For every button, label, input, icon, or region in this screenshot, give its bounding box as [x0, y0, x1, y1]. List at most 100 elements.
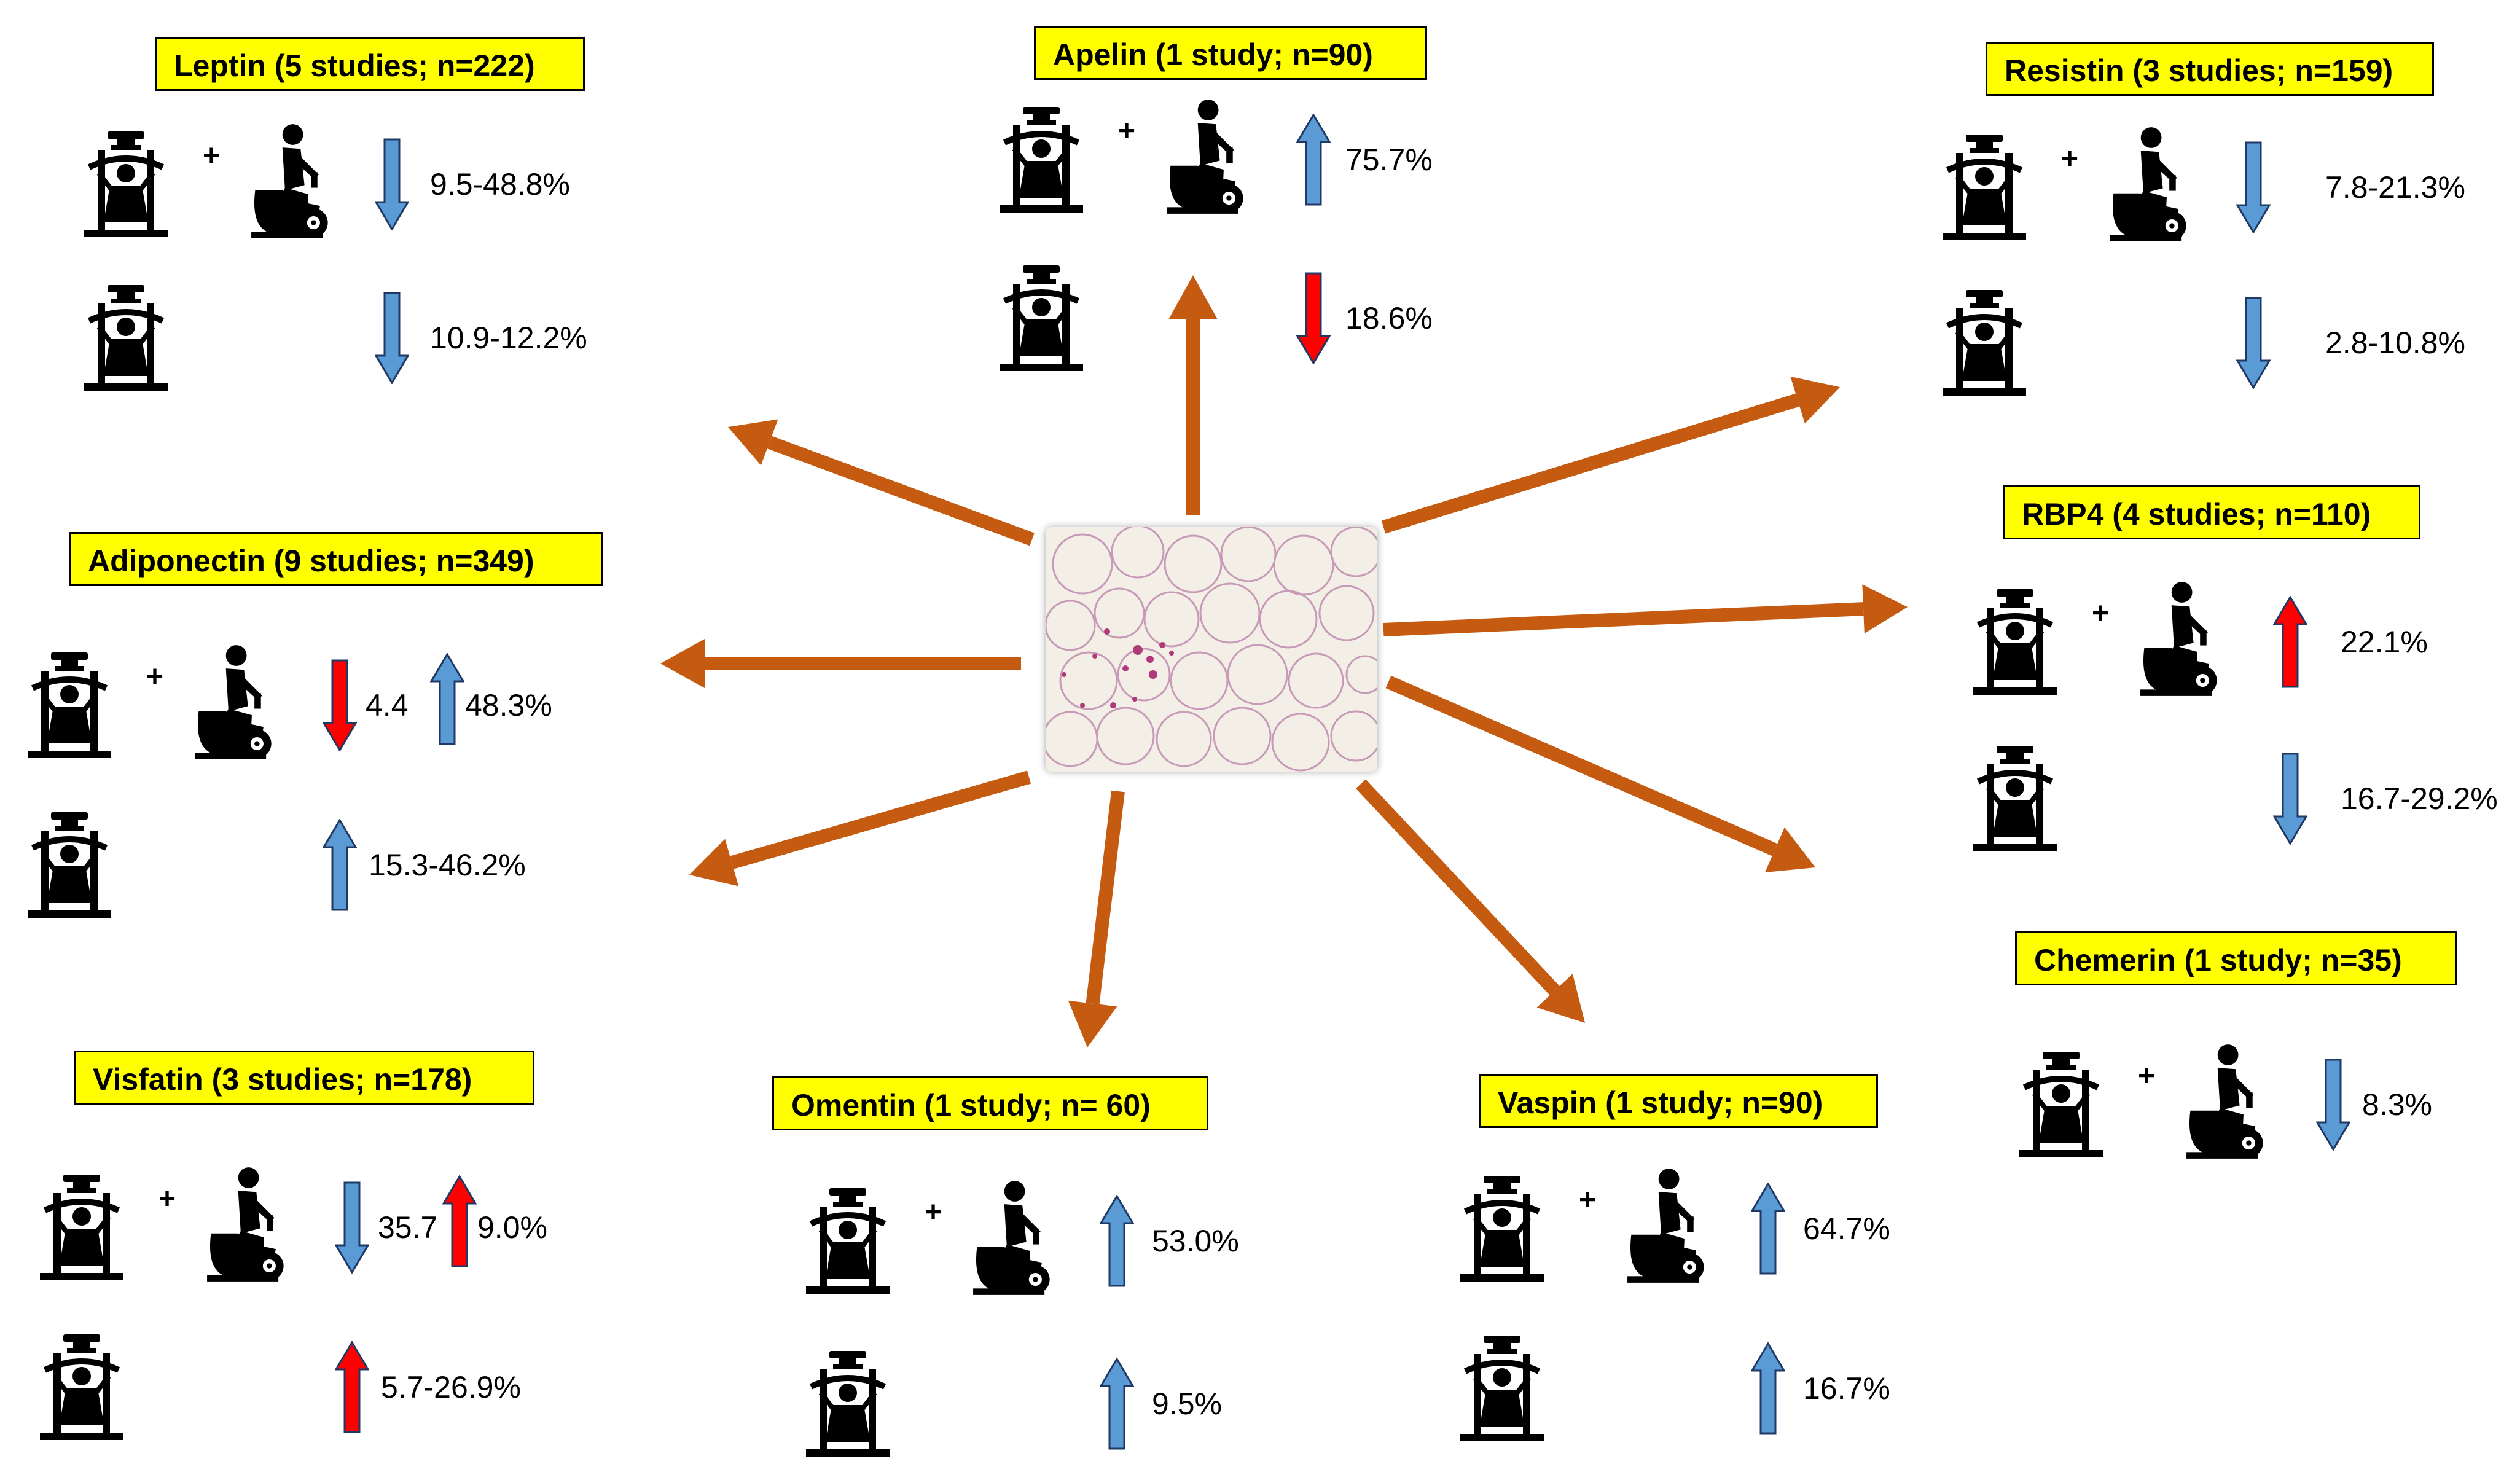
resistance-machine-icon [2015, 1049, 2107, 1160]
connector-arrow-to-leptin [728, 419, 1035, 546]
stationary-bike-icon [2140, 582, 2217, 696]
plus-sign: + [2138, 1060, 2156, 1092]
connector-head [1168, 275, 1218, 319]
connector-shaft [1385, 675, 1778, 856]
change-value: 8.3% [2362, 1087, 2432, 1122]
connector-arrow-to-adiponectin [660, 639, 1021, 688]
up-arrow-icon [1751, 1183, 1785, 1275]
down-arrow-icon [2316, 1059, 2350, 1151]
change-value: 5.7-26.9% [381, 1370, 521, 1404]
connector-head [660, 639, 705, 688]
resistance-machine-icon [995, 263, 1087, 374]
up-arrow-shape [1751, 1342, 1785, 1435]
up-arrow-shape [1296, 114, 1331, 206]
stationary-bike-icon [251, 124, 328, 238]
down-arrow-shape [375, 292, 409, 384]
resistance-machine-icon [36, 1172, 128, 1283]
up-arrow-icon [323, 819, 357, 911]
resistance-machine-icon [1938, 288, 2030, 398]
resistance-machine-icon [802, 1349, 894, 1459]
panel-title-rbp4: RBP4 (4 studies; n=110) [2003, 485, 2420, 539]
resistance-machine-icon [36, 1332, 128, 1443]
down-arrow-shape [2236, 141, 2271, 233]
plus-sign: + [925, 1196, 942, 1229]
connector-arrow-to-chemerin [1385, 675, 1815, 872]
resistance-machine-icon [1456, 1173, 1548, 1284]
connector-shaft [1381, 393, 1800, 534]
panel-title-visfatin: Visfatin (3 studies; n=178) [74, 1051, 534, 1105]
resistance-machine-icon [1456, 1333, 1548, 1444]
change-value: 18.6% [1345, 301, 1433, 335]
connector-arrow-to-adipo-lower [689, 770, 1031, 887]
down-arrow-icon [2236, 141, 2271, 233]
connector-head [1765, 827, 1815, 872]
connector-shaft [1355, 779, 1560, 996]
connector-shaft [1086, 790, 1125, 1004]
down-arrow-icon [375, 292, 409, 384]
change-value: 15.3-46.2% [369, 848, 526, 882]
stationary-bike-icon [1167, 100, 1243, 214]
up-arrow-icon [1100, 1358, 1134, 1450]
stationary-bike-icon [207, 1167, 284, 1282]
resistance-machine-icon [1969, 743, 2061, 854]
change-value: 35.7 [378, 1210, 438, 1245]
connector-head [1068, 1000, 1117, 1047]
up-arrow-icon [1100, 1195, 1134, 1287]
stationary-bike-icon [2110, 127, 2186, 241]
plus-sign: + [2092, 597, 2110, 630]
change-value: 64.7% [1803, 1212, 1890, 1246]
up-arrow-shape [1100, 1195, 1134, 1287]
change-value: 16.7% [1803, 1371, 1890, 1406]
resistance-machine-icon [23, 810, 115, 920]
panel-title-resistin: Resistin (3 studies; n=159) [1986, 42, 2434, 96]
resistance-machine-icon [802, 1186, 894, 1296]
resistance-machine-icon [80, 283, 172, 393]
panel-title-adiponectin: Adiponectin (9 studies; n=349) [69, 532, 603, 586]
connector-shaft [730, 770, 1031, 869]
connector-head [1790, 376, 1840, 424]
up-arrow-shape [442, 1175, 477, 1267]
change-value: 4.4 [366, 688, 409, 722]
down-arrow-shape [2236, 297, 2271, 389]
resistance-machine-icon [80, 129, 172, 240]
adipose-tissue-icon [1046, 527, 1377, 772]
stationary-bike-icon [1627, 1169, 1704, 1283]
down-arrow-shape [323, 659, 357, 751]
plus-sign: + [1118, 115, 1136, 147]
plus-sign: + [203, 139, 221, 172]
stationary-bike-icon [195, 645, 272, 759]
up-arrow-shape [335, 1341, 369, 1433]
change-value: 10.9-12.2% [430, 321, 587, 355]
change-value: 75.7% [1345, 143, 1433, 177]
down-arrow-icon [335, 1181, 369, 1274]
stationary-bike-icon [2186, 1044, 2263, 1159]
up-arrow-shape [1751, 1183, 1785, 1275]
panel-title-omentin: Omentin (1 study; n= 60) [772, 1076, 1208, 1130]
connector-shaft [767, 436, 1035, 546]
down-arrow-shape [335, 1181, 369, 1274]
change-value: 7.8-21.3% [2325, 170, 2465, 205]
panel-title-apelin: Apelin (1 study; n=90) [1034, 26, 1427, 80]
plus-sign: + [2061, 143, 2079, 175]
down-arrow-icon [2273, 753, 2307, 845]
connector-arrow-to-omentin [1068, 790, 1125, 1047]
plus-sign: + [158, 1183, 176, 1215]
up-arrow-shape [430, 653, 464, 745]
change-value: 53.0% [1152, 1224, 1239, 1258]
connector-shaft [1383, 602, 1864, 636]
down-arrow-shape [1296, 272, 1331, 364]
plus-sign: + [146, 660, 164, 693]
down-arrow-icon [2236, 297, 2271, 389]
connector-head [689, 839, 739, 887]
up-arrow-icon [335, 1341, 369, 1433]
connector-head [728, 419, 778, 466]
resistance-machine-icon [1969, 587, 2061, 697]
resistance-machine-icon [1938, 132, 2030, 243]
up-arrow-shape [1100, 1358, 1134, 1450]
change-value: 9.5-48.8% [430, 167, 570, 202]
plus-sign: + [1579, 1184, 1597, 1216]
panel-title-vaspin: Vaspin (1 study; n=90) [1479, 1074, 1878, 1128]
up-arrow-shape [323, 819, 357, 911]
